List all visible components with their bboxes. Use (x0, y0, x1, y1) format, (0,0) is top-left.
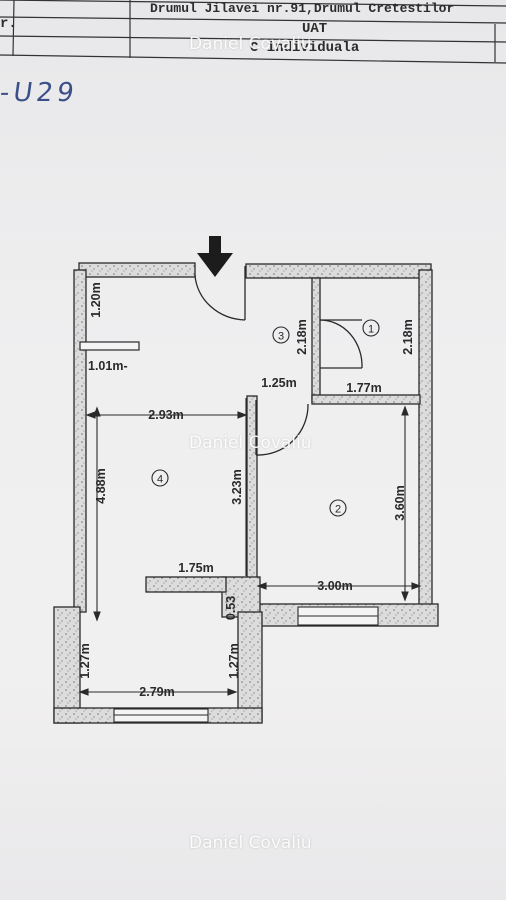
windows (113, 606, 379, 723)
dim-2-79: 2.79m (139, 685, 174, 699)
room-label-1: 1 (362, 319, 380, 337)
wall-right (418, 269, 433, 611)
document-header: Drumul Jilavei nr.91,Drumul Cretestilor … (0, 0, 506, 64)
dim-1-27-a: 1.27m (78, 643, 92, 678)
dim-1-25: 1.25m (261, 376, 296, 390)
dimension-lines (78, 398, 422, 696)
room-number-2: 2 (335, 504, 341, 516)
dim-1-01: 1.01m- (88, 359, 128, 373)
room-label-4: 4 (151, 469, 169, 487)
wall-top-left (78, 262, 196, 278)
wall-balcony-corner (221, 576, 261, 618)
row-label: r. (0, 16, 17, 32)
dim-1-75: 1.75m (178, 561, 213, 575)
header-table-lines (0, 0, 506, 64)
dim-0-53: 0.53 (224, 596, 238, 620)
dim-3-00: 3.00m (317, 579, 352, 593)
wall-balcony-left (53, 606, 81, 724)
room-label-2: 2 (329, 499, 347, 517)
dim-4-88: 4.88m (94, 468, 108, 503)
room-label-3: 3 (272, 326, 290, 344)
dim-1-27-b: 1.27m (227, 643, 241, 678)
watermark-middle: Daniel Covaliu (189, 433, 312, 453)
watermark-bottom: Daniel Covaliu (189, 833, 312, 853)
room-number-3: 3 (278, 331, 284, 343)
entrance-arrow-icon (197, 236, 233, 277)
dim-2-18-b: 2.18m (401, 319, 415, 354)
uat-label: UAT (302, 21, 328, 37)
wall-left (73, 269, 87, 613)
dim-3-60: 3.60m (393, 485, 407, 520)
shelf (79, 341, 140, 351)
wall-balcony-right (237, 611, 263, 723)
wall-partition-175 (145, 576, 227, 593)
dim-1-77: 1.77m (346, 381, 381, 395)
dimension-labels: 1.20m 1.01m- 2.18m 2.18m 1.25m 1.77m 2.9… (78, 282, 415, 699)
type-label: C individuala (250, 40, 360, 56)
wall-top-right (245, 263, 432, 279)
doors (194, 266, 363, 456)
dim-3-23: 3.23m (230, 469, 244, 504)
dim-2-18-a: 2.18m (295, 319, 309, 354)
dim-1-20: 1.20m (89, 282, 103, 317)
wall-room1-bottom (311, 394, 421, 405)
watermark-top: Daniel Covaliu (189, 34, 312, 54)
dim-2-93: 2.93m (148, 408, 183, 422)
wall-room1-left (311, 277, 321, 403)
room-number-1: 1 (368, 324, 374, 336)
room-number-4: 4 (157, 474, 163, 486)
address-text: Drumul Jilavei nr.91,Drumul Cretestilor (150, 1, 455, 16)
